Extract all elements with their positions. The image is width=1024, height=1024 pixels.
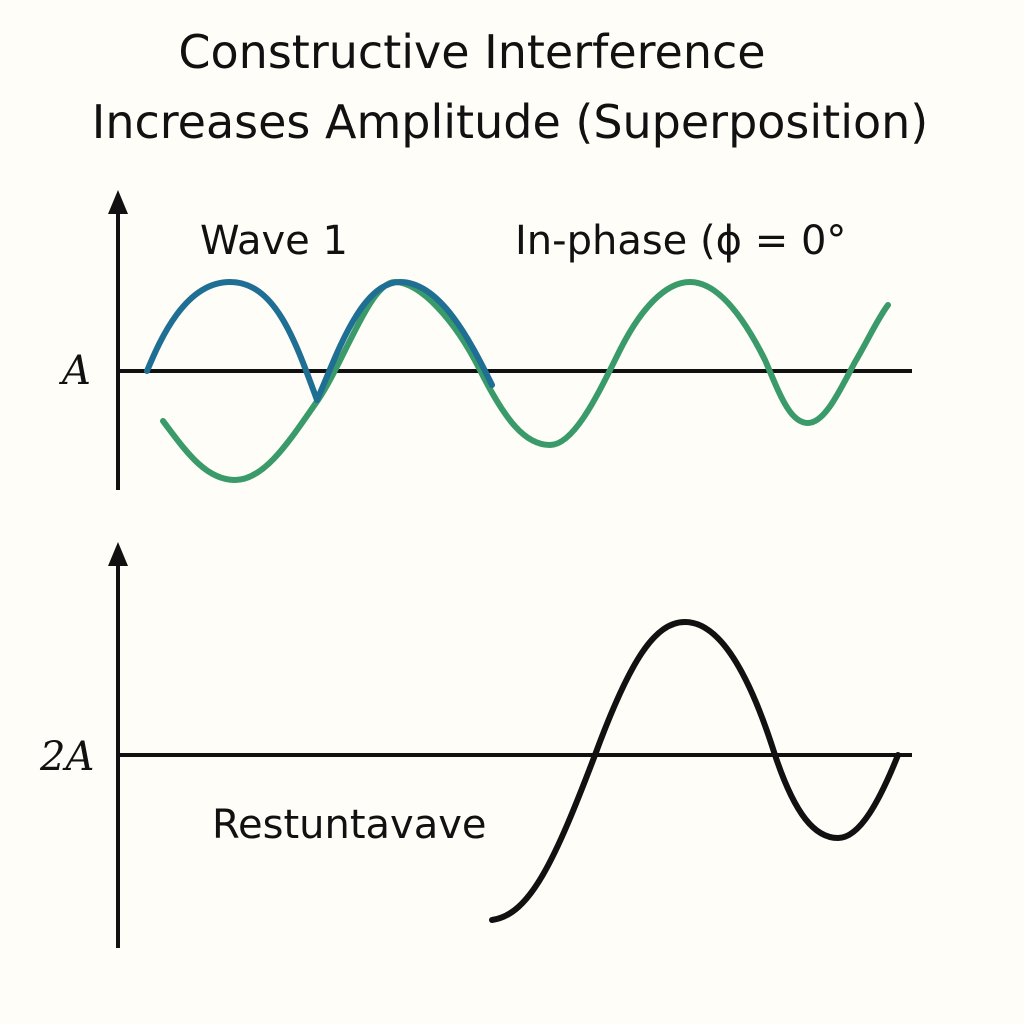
wave-1-label: Wave 1 [200,218,348,264]
wave-2-curve [160,279,891,483]
phase-label: In-phase (ɸ = 0° [515,218,846,264]
top-amplitude-mark: A [58,348,91,394]
top-panel: A Wave 1 In-phase (ɸ = 0° [58,190,912,490]
top-y-axis-arrow-icon [108,190,128,214]
bottom-panel: 2A Restuntavave [39,542,912,948]
bottom-y-axis-arrow-icon [108,542,128,566]
title-line-1: Constructive Interference [178,25,765,79]
title-line-2: Increases Amplitude (Superposition) [92,95,928,149]
bottom-amplitude-mark: 2A [39,734,94,780]
resultant-wave-label: Restuntavave [212,802,487,848]
resultant-wave-curve [489,619,901,923]
wave-1-curve [144,279,495,403]
